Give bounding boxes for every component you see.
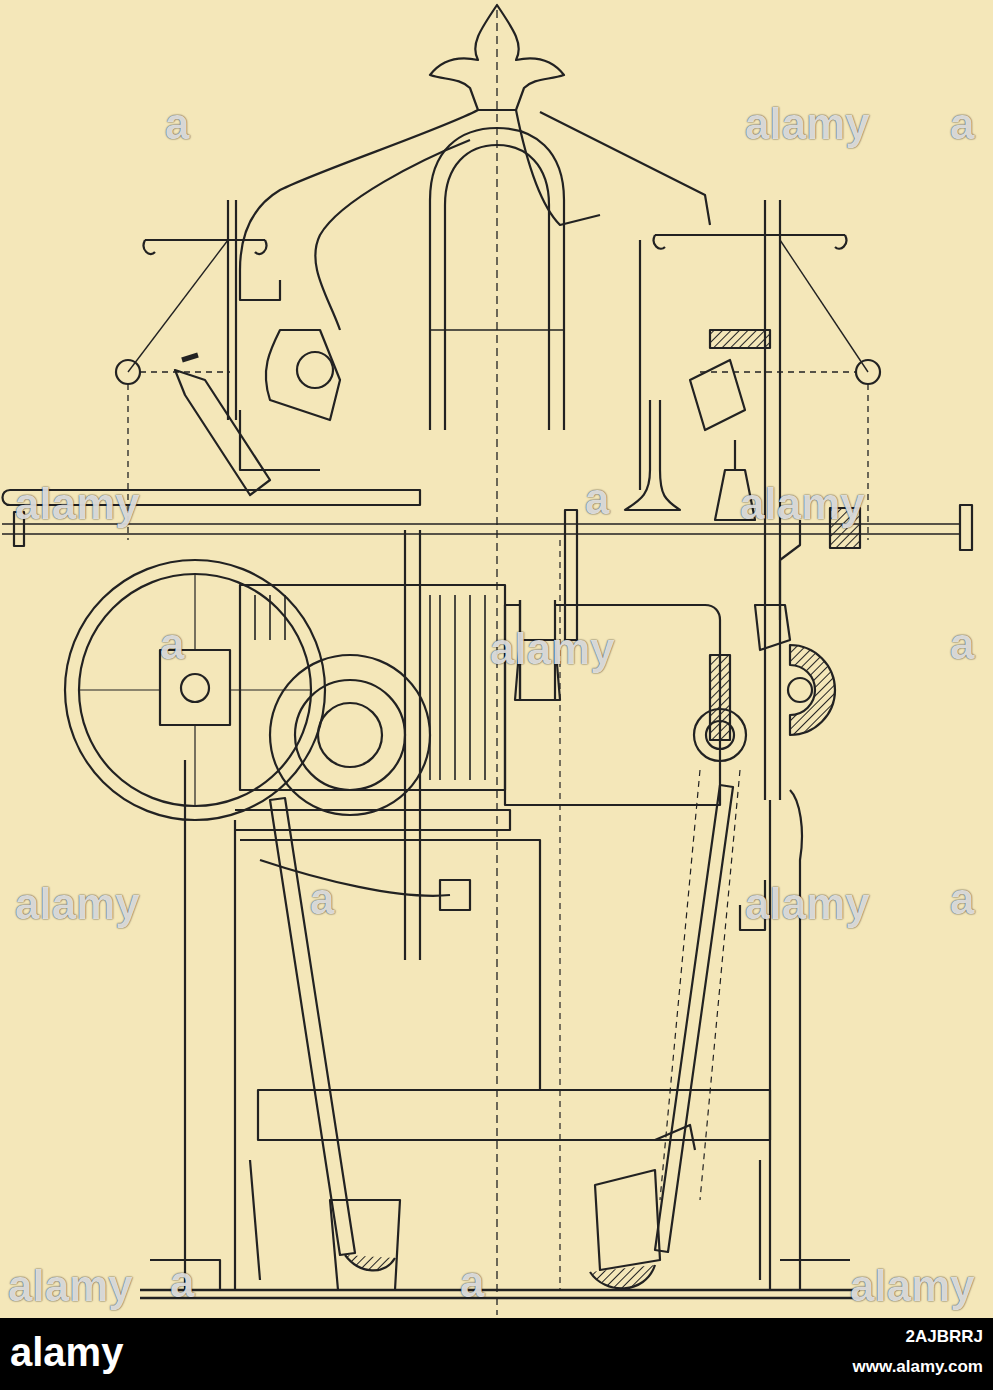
watermark-text: a	[310, 875, 334, 923]
watermark-text: a	[460, 1258, 484, 1306]
watermark-text: a	[165, 100, 189, 148]
watermark-text: alamy	[850, 1262, 975, 1310]
watermark-text: alamy	[740, 480, 865, 528]
watermark-text: a	[950, 620, 974, 668]
watermark-text: a	[585, 475, 609, 523]
watermark-text: alamy	[15, 880, 140, 928]
stock-id-text: alamy	[10, 1330, 123, 1374]
stock-id-text: www.alamy.com	[853, 1358, 983, 1377]
watermark-text: a	[950, 100, 974, 148]
watermark-text: alamy	[745, 880, 870, 928]
watermark-text: alamy	[8, 1262, 133, 1310]
watermark-text: a	[950, 875, 974, 923]
watermark-text: a	[170, 1258, 194, 1306]
watermark-text: alamy	[745, 100, 870, 148]
watermark-text: a	[160, 620, 184, 668]
watermark-text: alamy	[490, 625, 615, 673]
stock-id-text: 2AJBRRJ	[906, 1328, 983, 1347]
watermark-text: alamy	[15, 480, 140, 528]
